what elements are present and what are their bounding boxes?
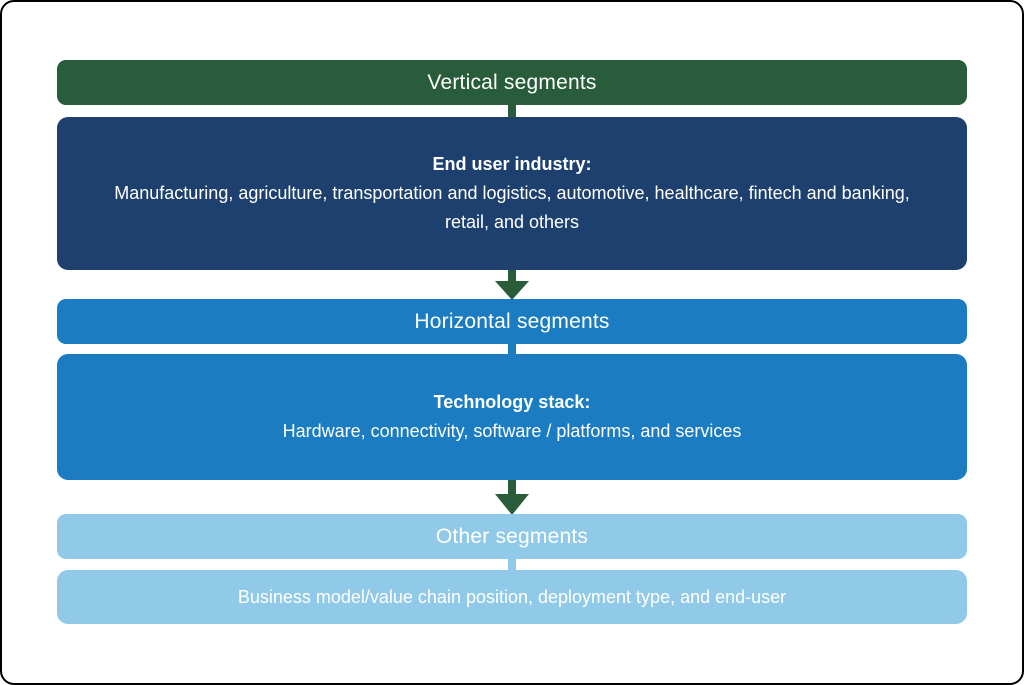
connector-line <box>508 559 516 571</box>
connector-line <box>508 344 516 355</box>
horizontal-segments-header: Horizontal segments <box>57 299 967 344</box>
horizontal-segments-header-label: Horizontal segments <box>414 309 610 333</box>
down-arrow-icon <box>495 480 529 515</box>
technology-stack-box: Technology stack: Hardware, connectivity… <box>57 354 967 480</box>
other-segments-box: Business model/value chain position, dep… <box>57 570 967 624</box>
end-user-industry-text: Manufacturing, agriculture, transportati… <box>114 183 910 232</box>
vertical-segments-header-label: Vertical segments <box>427 70 597 94</box>
other-segments-text: Business model/value chain position, dep… <box>237 586 787 607</box>
down-arrow-stem <box>508 480 516 494</box>
connector-line <box>508 105 516 118</box>
end-user-industry-box: End user industry: Manufacturing, agricu… <box>57 117 967 270</box>
down-arrow-icon <box>495 270 529 300</box>
technology-stack-text: Hardware, connectivity, software / platf… <box>282 421 742 441</box>
other-segments-header-label: Other segments <box>435 524 589 548</box>
vertical-segments-header: Vertical segments <box>57 60 967 105</box>
down-arrow-head <box>495 281 529 300</box>
down-arrow-head <box>495 494 529 515</box>
other-segments-header: Other segments <box>57 514 967 559</box>
down-arrow-stem <box>508 270 516 281</box>
technology-stack-title: Technology stack: <box>433 392 591 412</box>
end-user-industry-title: End user industry: <box>432 154 592 174</box>
